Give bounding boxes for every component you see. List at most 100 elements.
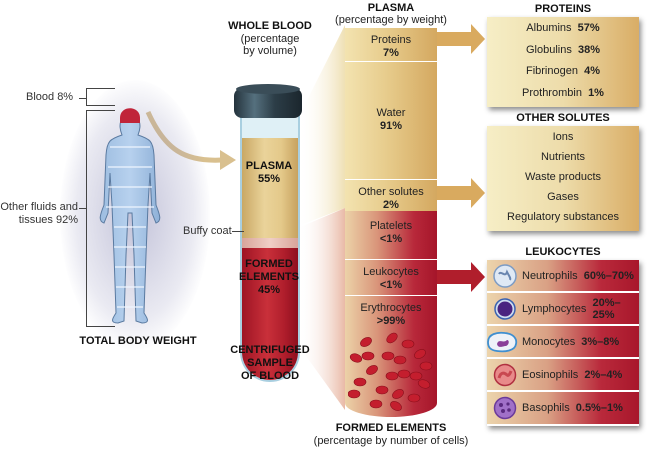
solutes-box-title: OTHER SOLUTES bbox=[516, 112, 610, 124]
plasma-value: 55% bbox=[257, 173, 281, 185]
segment-name: Other solutes bbox=[358, 186, 424, 198]
formed-line1: FORMED bbox=[245, 258, 293, 270]
subtitle-line2: by volume) bbox=[243, 45, 297, 57]
subtitle-line1: (percentage bbox=[240, 33, 300, 45]
other-bracket bbox=[86, 110, 115, 327]
item-value: 2%–4% bbox=[584, 368, 623, 381]
leukocyte-item: Lymphocytes 20%–25% bbox=[487, 293, 639, 325]
plasma-segment-proteins: Proteins 7% bbox=[345, 28, 437, 61]
solute-item: Nutrients bbox=[540, 151, 586, 163]
segment-value: <1% bbox=[379, 233, 403, 245]
item-name: Albumins bbox=[526, 22, 572, 34]
item-name: Neutrophils bbox=[522, 269, 578, 282]
tube-formed-layer bbox=[242, 248, 298, 380]
segment-value: >99% bbox=[376, 315, 406, 327]
segment-name: Erythrocytes bbox=[360, 302, 422, 314]
item-value: 57% bbox=[577, 22, 600, 34]
leukocytes-box: Neutrophils 60%–70% Lymphocytes 20%–25% … bbox=[487, 260, 639, 426]
item-value: 3%–8% bbox=[581, 335, 620, 348]
caption-line2: SAMPLE bbox=[247, 357, 293, 369]
formed-column-subtitle: (percentage by number of cells) bbox=[313, 435, 469, 447]
red-blood-cells-icon bbox=[348, 332, 433, 411]
tube-cap bbox=[234, 84, 302, 118]
tube-glass bbox=[240, 110, 300, 382]
plasma-column-subtitle: (percentage by weight) bbox=[335, 14, 447, 26]
plasma-segment-water: Water 91% bbox=[345, 61, 437, 179]
blood-tube: PLASMA 55% FORMED ELEMENTS 45% bbox=[234, 84, 302, 394]
neutrophil-icon bbox=[493, 263, 517, 288]
segment-name: Proteins bbox=[370, 34, 412, 46]
segment-name: Water bbox=[376, 107, 406, 119]
plasma-segment-other-solutes: Other solutes 2% bbox=[345, 179, 437, 211]
blood-bracket bbox=[86, 88, 115, 106]
monocyte-icon bbox=[487, 331, 518, 352]
lymphocyte-icon bbox=[494, 297, 516, 320]
human-body-figure bbox=[99, 108, 161, 324]
blood-tick bbox=[79, 98, 86, 99]
leukocytes-arrow bbox=[437, 262, 485, 292]
formed-column-title: FORMED ELEMENTS bbox=[335, 422, 447, 434]
protein-item: Globulins 38% bbox=[487, 40, 639, 62]
leukocytes-box-title: LEUKOCYTES bbox=[525, 246, 601, 258]
segment-value: 2% bbox=[383, 199, 399, 211]
item-name: Lymphocytes bbox=[522, 302, 587, 315]
item-name: Monocytes bbox=[522, 335, 576, 348]
leukocyte-item: Eosinophils 2%–4% bbox=[487, 359, 639, 391]
eosinophil-icon bbox=[493, 363, 517, 386]
formed-segment-leukocytes: Leukocytes <1% bbox=[345, 259, 437, 295]
buffy-coat-pointer bbox=[232, 231, 244, 232]
tube-formed-label: FORMED ELEMENTS 45% bbox=[236, 258, 302, 297]
formed-wedge bbox=[298, 208, 345, 410]
formed-segment-erythrocytes: Erythrocytes >99% bbox=[345, 295, 437, 417]
leukocyte-item: Monocytes 3%–8% bbox=[487, 326, 639, 358]
leukocyte-item: Neutrophils 60%–70% bbox=[487, 260, 639, 292]
segment-value: <1% bbox=[379, 279, 403, 291]
item-name: Eosinophils bbox=[522, 368, 579, 381]
item-name: Prothrombin bbox=[522, 86, 582, 99]
segment-value: 7% bbox=[383, 47, 399, 59]
plasma-column-title: PLASMA bbox=[367, 2, 415, 14]
solute-item: Regulatory substances bbox=[507, 211, 619, 223]
other-solutes-box: Ions Nutrients Waste products Gases Regu… bbox=[487, 126, 639, 231]
whole-blood-subtitle: (percentage by volume) bbox=[225, 33, 315, 57]
item-name: Basophils bbox=[522, 402, 570, 414]
solute-item: Waste products bbox=[524, 171, 601, 183]
plasma-wedge bbox=[298, 25, 345, 226]
head-to-tube-arrow bbox=[145, 110, 223, 163]
item-name: Globulins bbox=[525, 43, 572, 56]
other-tick bbox=[79, 208, 86, 209]
item-value: 60%–70% bbox=[583, 269, 634, 282]
protein-item: Prothrombin 1% bbox=[487, 83, 639, 105]
segment-name: Leukocytes bbox=[363, 266, 419, 278]
solutes-arrow bbox=[437, 178, 485, 208]
caption-line3: OF BLOOD bbox=[240, 370, 300, 382]
whole-blood-title: WHOLE BLOOD bbox=[228, 20, 312, 32]
other-tissues-label: Other fluids and tissues 92% bbox=[0, 201, 78, 227]
buffy-coat-label: Buffy coat bbox=[183, 225, 232, 237]
item-value: 0.5%–1% bbox=[575, 402, 623, 414]
formed-segment-platelets: Platelets <1% bbox=[345, 211, 437, 259]
segment-value: 91% bbox=[379, 120, 403, 132]
total-body-weight-caption: TOTAL BODY WEIGHT bbox=[79, 335, 197, 347]
item-value: 20%–25% bbox=[592, 296, 621, 321]
other-label-line2: tissues 92% bbox=[18, 214, 78, 226]
leukocyte-item: Basophils 0.5%–1% bbox=[487, 392, 639, 424]
basophil-icon bbox=[493, 396, 517, 420]
segment-name: Platelets bbox=[369, 220, 413, 232]
tube-plasma-label: PLASMA 55% bbox=[240, 160, 298, 186]
tube-buffy-layer bbox=[242, 238, 298, 248]
centrifuged-caption: CENTRIFUGED SAMPLE OF BLOOD bbox=[228, 344, 312, 383]
other-label-line1: Other fluids and bbox=[0, 201, 78, 213]
formed-line2: ELEMENTS bbox=[239, 271, 299, 283]
item-value: 4% bbox=[584, 65, 600, 77]
proteins-box: Albumins 57% Globulins 38% Fibrinogen 4%… bbox=[487, 17, 639, 107]
plasma-label: PLASMA bbox=[245, 160, 293, 172]
caption-line1: CENTRIFUGED bbox=[230, 344, 310, 356]
item-value: 1% bbox=[588, 86, 604, 99]
blood-label: Blood 8% bbox=[26, 91, 74, 103]
arrowhead bbox=[220, 150, 236, 170]
protein-item: Albumins 57% bbox=[487, 18, 639, 40]
solute-item: Gases bbox=[547, 191, 579, 203]
solute-item: Ions bbox=[552, 131, 574, 143]
